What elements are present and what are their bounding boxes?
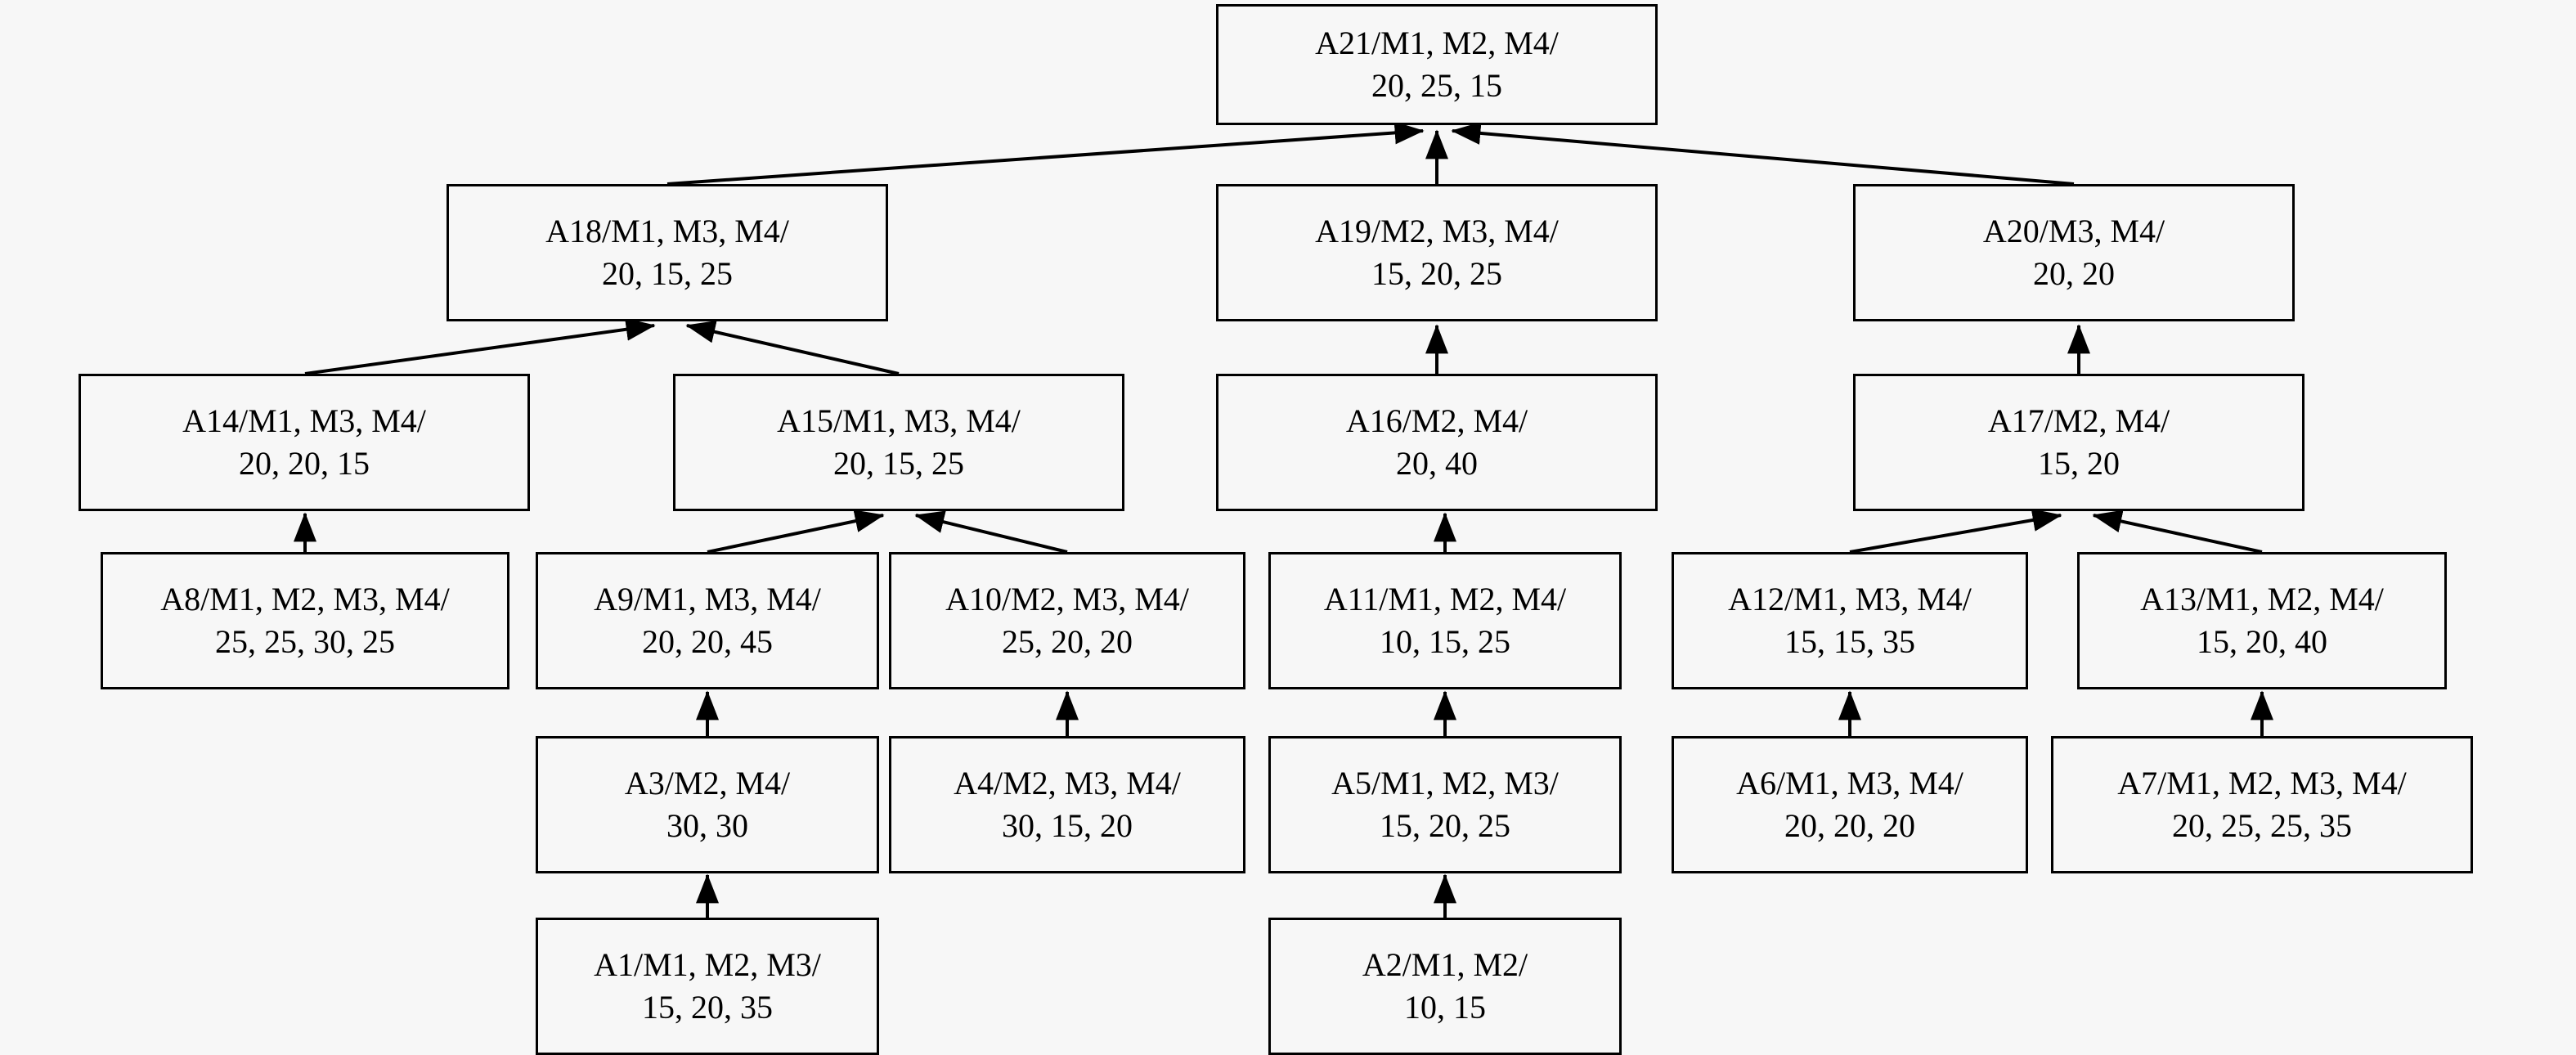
node-label-durations: 15, 20, 40 [2197, 623, 2327, 660]
edge-a20-to-a21 [1451, 121, 2075, 186]
node-label-machines: A6/M1, M3, M4/ [1736, 765, 1963, 801]
node-a7[interactable]: A7/M1, M2, M3, M4/20, 25, 25, 35 [2051, 736, 2473, 873]
node-label-machines: A7/M1, M2, M3, M4/ [2117, 765, 2407, 801]
node-a2[interactable]: A2/M1, M2/10, 15 [1268, 918, 1622, 1055]
node-label-machines: A12/M1, M3, M4/ [1728, 581, 1972, 617]
node-label-durations: 10, 15 [1404, 989, 1486, 1026]
node-a20[interactable]: A20/M3, M4/20, 20 [1853, 184, 2295, 321]
edge-a10-to-a15 [914, 510, 1068, 554]
node-label-durations: 10, 15, 25 [1380, 623, 1510, 660]
node-a6[interactable]: A6/M1, M3, M4/20, 20, 20 [1672, 736, 2028, 873]
node-a8[interactable]: A8/M1, M2, M3, M4/25, 25, 30, 25 [101, 552, 509, 689]
node-label-durations: 20, 25, 25, 35 [2172, 807, 2352, 844]
node-label-durations: 25, 25, 30, 25 [215, 623, 395, 660]
node-label-machines: A20/M3, M4/ [1982, 213, 2165, 249]
node-a4[interactable]: A4/M2, M3, M4/30, 15, 20 [889, 736, 1245, 873]
edge-a14-to-a18 [304, 317, 656, 375]
node-label-machines: A3/M2, M4/ [624, 765, 791, 801]
node-label-machines: A1/M1, M2, M3/ [594, 946, 821, 983]
node-label-durations: 20, 20, 15 [239, 445, 370, 482]
node-label-durations: 15, 20, 25 [1380, 807, 1510, 844]
node-label-durations: 15, 20, 25 [1371, 255, 1502, 292]
node-a15[interactable]: A15/M1, M3, M4/20, 15, 25 [673, 374, 1124, 511]
node-label-durations: 15, 20, 35 [642, 989, 773, 1026]
node-a11[interactable]: A11/M1, M2, M4/10, 15, 25 [1268, 552, 1622, 689]
node-a18[interactable]: A18/M1, M3, M4/20, 15, 25 [447, 184, 888, 321]
node-label-machines: A17/M2, M4/ [1987, 402, 2170, 439]
node-label-machines: A10/M2, M3, M4/ [945, 581, 1189, 617]
node-label-machines: A19/M2, M3, M4/ [1315, 213, 1559, 249]
node-label-durations: 20, 20, 45 [642, 623, 773, 660]
edge-a12-to-a17 [1849, 509, 2062, 554]
node-a14[interactable]: A14/M1, M3, M4/20, 20, 15 [79, 374, 530, 511]
node-label-durations: 20, 15, 25 [833, 445, 964, 482]
node-a5[interactable]: A5/M1, M2, M3/15, 20, 25 [1268, 736, 1622, 873]
node-label-durations: 25, 20, 20 [1002, 623, 1133, 660]
node-a21[interactable]: A21/M1, M2, M4/20, 25, 15 [1216, 4, 1658, 125]
node-label-machines: A18/M1, M3, M4/ [545, 213, 789, 249]
node-label-durations: 30, 15, 20 [1002, 807, 1133, 844]
node-label-machines: A15/M1, M3, M4/ [777, 402, 1021, 439]
edge-a15-to-a18 [685, 320, 900, 375]
node-label-machines: A13/M1, M2, M4/ [2140, 581, 2384, 617]
node-a16[interactable]: A16/M2, M4/20, 40 [1216, 374, 1658, 511]
node-label-machines: A14/M1, M3, M4/ [182, 402, 426, 439]
node-a12[interactable]: A12/M1, M3, M4/15, 15, 35 [1672, 552, 2028, 689]
node-label-machines: A2/M1, M2/ [1362, 946, 1528, 983]
node-label-durations: 15, 20 [2038, 445, 2120, 482]
node-label-durations: 20, 40 [1396, 445, 1478, 482]
node-label-machines: A11/M1, M2, M4/ [1323, 581, 1567, 617]
node-a17[interactable]: A17/M2, M4/15, 20 [1853, 374, 2304, 511]
node-label-machines: A8/M1, M2, M3, M4/ [160, 581, 450, 617]
node-label-machines: A9/M1, M3, M4/ [594, 581, 821, 617]
node-a9[interactable]: A9/M1, M3, M4/20, 20, 45 [536, 552, 879, 689]
node-a10[interactable]: A10/M2, M3, M4/25, 20, 20 [889, 552, 1245, 689]
node-label-machines: A4/M2, M3, M4/ [954, 765, 1181, 801]
node-label-durations: 20, 15, 25 [602, 255, 733, 292]
node-label-durations: 15, 15, 35 [1784, 623, 1915, 660]
edge-a18-to-a21 [666, 121, 1425, 186]
node-a1[interactable]: A1/M1, M2, M3/15, 20, 35 [536, 918, 879, 1055]
node-label-machines: A5/M1, M2, M3/ [1331, 765, 1559, 801]
edge-a13-to-a17 [2092, 510, 2263, 554]
node-label-durations: 20, 20, 20 [1784, 807, 1915, 844]
edge-a9-to-a15 [707, 510, 885, 554]
node-label-machines: A21/M1, M2, M4/ [1315, 25, 1559, 61]
node-label-durations: 30, 30 [666, 807, 748, 844]
node-a3[interactable]: A3/M2, M4/30, 30 [536, 736, 879, 873]
node-a13[interactable]: A13/M1, M2, M4/15, 20, 40 [2077, 552, 2447, 689]
node-a19[interactable]: A19/M2, M3, M4/15, 20, 25 [1216, 184, 1658, 321]
node-label-durations: 20, 20 [2033, 255, 2115, 292]
node-label-machines: A16/M2, M4/ [1345, 402, 1528, 439]
node-label-durations: 20, 25, 15 [1371, 67, 1502, 104]
